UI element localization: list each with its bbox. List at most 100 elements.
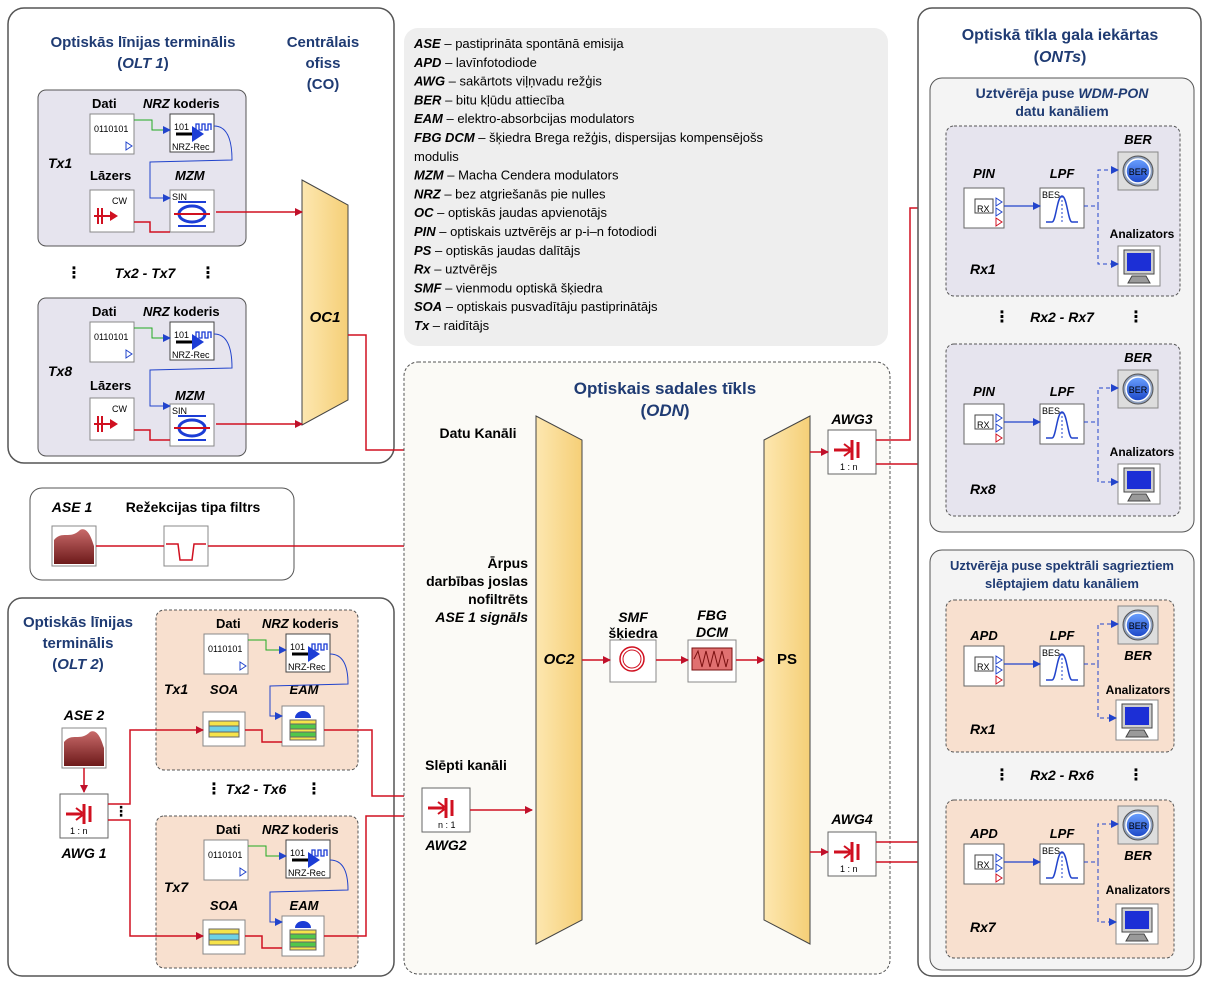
legend-abbr: AWG	[413, 74, 445, 89]
data-bits: 0110101	[94, 332, 128, 342]
awg4-label: AWG4	[830, 811, 872, 827]
eam-label: EAM	[290, 682, 320, 697]
ber-label: BER	[1124, 350, 1152, 365]
rx-block-label: RX	[977, 662, 990, 672]
ber-icon-text: BER	[1129, 167, 1148, 177]
legend-abbr: PS	[414, 243, 432, 258]
nrz-label: NRZ koderis	[143, 96, 220, 111]
cw-label: CW	[112, 404, 127, 414]
legend-entry: modulis	[414, 149, 459, 164]
legend-text: – vienmodu optiskā šķiedra	[441, 280, 603, 295]
data-source-block[interactable]	[89, 321, 135, 363]
awg2-label: AWG2	[424, 837, 466, 853]
onts-subtitle: (ONTs)	[1034, 49, 1087, 66]
olt2-title-3: (OLT 2)	[52, 656, 103, 673]
data-source-block[interactable]	[89, 113, 135, 155]
ber-icon-text: BER	[1129, 385, 1148, 395]
legend-text: – raidītājs	[429, 318, 489, 333]
oc1-combiner[interactable]	[301, 179, 349, 426]
legend-text: – uztvērējs	[431, 262, 498, 277]
soa-label: SOA	[210, 898, 238, 913]
awg3-label: AWG3	[830, 411, 872, 427]
dati-label: Dati	[92, 304, 117, 319]
mzm-sin: SIN	[172, 192, 187, 202]
legend-entry: FBG DCM – šķiedra Brega režģis, dispersi…	[414, 130, 763, 145]
rx-range-label: Rx2 - Rx7	[1030, 309, 1095, 325]
legend-entry: SOA – optiskais pusvadītāju pastiprinātā…	[414, 299, 658, 314]
data-bits: 0110101	[208, 850, 242, 860]
analyzer-monitor[interactable]	[1117, 245, 1161, 287]
analyzer-monitor[interactable]	[1115, 699, 1159, 741]
legend-text: – bez atgriešanās pie nulles	[441, 186, 606, 201]
hidden-receiver-title-2: slēptajiem datu kanāliem	[985, 576, 1139, 591]
data-source-block[interactable]	[203, 839, 249, 881]
nrz-block-bottom: NRZ-Rec	[172, 350, 210, 360]
onts-title: Optiskā tīkla gala iekārtas	[962, 27, 1159, 44]
tx-range-label: Tx2 - Tx6	[226, 781, 287, 797]
rx-block-label: RX	[977, 420, 990, 430]
legend-entry: MZM – Macha Cendera modulators	[414, 168, 619, 183]
nrz-block-top: 101	[174, 122, 189, 132]
tx1-label: Tx1	[48, 155, 72, 171]
nrz-block-top: 101	[290, 848, 305, 858]
oc2-combiner[interactable]	[535, 415, 583, 945]
ber-label: BER	[1124, 848, 1152, 863]
fbg-label-2: DCM	[696, 624, 728, 640]
data-bits: 0110101	[94, 124, 128, 134]
smf-label-1: SMF	[618, 609, 648, 625]
legend-text: – optiskais pusvadītāju pastiprinātājs	[442, 299, 658, 314]
ber-icon-text: BER	[1129, 621, 1148, 631]
legend-entry: APD – lavīnfotodiode	[413, 55, 537, 70]
legend-abbr: APD	[413, 55, 442, 70]
soa-label: SOA	[210, 682, 238, 697]
ps-splitter[interactable]	[763, 415, 811, 945]
legend-abbr: BER	[414, 92, 442, 107]
data-source-block[interactable]	[203, 633, 249, 675]
nrz-label: NRZ koderis	[262, 822, 339, 837]
ase1-label: ASE 1	[51, 499, 93, 515]
hidden-channels-label: Slēpti kanāli	[425, 757, 507, 773]
legend-abbr: PIN	[414, 224, 436, 239]
legend-text: – lavīnfotodiode	[441, 55, 536, 70]
legend-entry: PIN – optiskais uztvērējs ar p-i–n fotod…	[414, 224, 657, 239]
vertical-dots: ⋮	[1128, 309, 1144, 326]
oob-line-1: Ārpus	[488, 555, 529, 571]
legend-entry: Rx – uztvērējs	[414, 262, 498, 277]
co-title-1: Centrālais	[287, 34, 360, 51]
legend-abbr: FBG DCM	[414, 130, 476, 145]
data-channels-label: Datu Kanāli	[439, 425, 516, 441]
legend-text: – optiskās jaudas apvienotājs	[434, 205, 608, 220]
analyzer-monitor[interactable]	[1115, 903, 1159, 945]
analyzer-monitor[interactable]	[1117, 463, 1161, 505]
awg2-ratio: n : 1	[438, 820, 456, 830]
legend-entry: ASE – pastiprināta spontānā emisija	[413, 36, 624, 51]
legend-text: – optiskais uztvērējs ar p-i–n fotodiodi	[436, 224, 657, 239]
soa-block[interactable]	[202, 919, 246, 955]
legend-text: – Macha Cendera modulators	[444, 168, 619, 183]
nrz-block-bottom: NRZ-Rec	[288, 868, 326, 878]
eam-block[interactable]	[281, 915, 325, 957]
soa-block[interactable]	[202, 711, 246, 747]
odn-subtitle: (ODN)	[640, 401, 689, 420]
tx7-label: Tx7	[164, 879, 189, 895]
mzm-label: MZM	[175, 388, 206, 403]
lpf-label: LPF	[1050, 628, 1076, 643]
legend-abbr: EAM	[414, 111, 444, 126]
vertical-dots: ⋮	[306, 781, 322, 798]
rx-block-label: RX	[977, 860, 990, 870]
eam-block[interactable]	[281, 705, 325, 747]
legend-text: – šķiedra Brega režģis, dispersijas komp…	[475, 130, 764, 145]
lpf-label: LPF	[1050, 166, 1076, 181]
awg1-ratio: 1 : n	[70, 826, 88, 836]
pin-label: PIN	[973, 166, 995, 181]
data-bits: 0110101	[208, 644, 242, 654]
apd-label: APD	[969, 826, 998, 841]
legend-entry: OC – optiskās jaudas apvienotājs	[414, 205, 607, 220]
analyzer-label: Analizators	[1110, 445, 1175, 459]
odn-title: Optiskais sadales tīkls	[574, 379, 756, 398]
rx1-label: Rx1	[970, 721, 996, 737]
legend-abbr: NRZ	[414, 186, 442, 201]
vertical-dots: ⋮	[114, 803, 128, 819]
